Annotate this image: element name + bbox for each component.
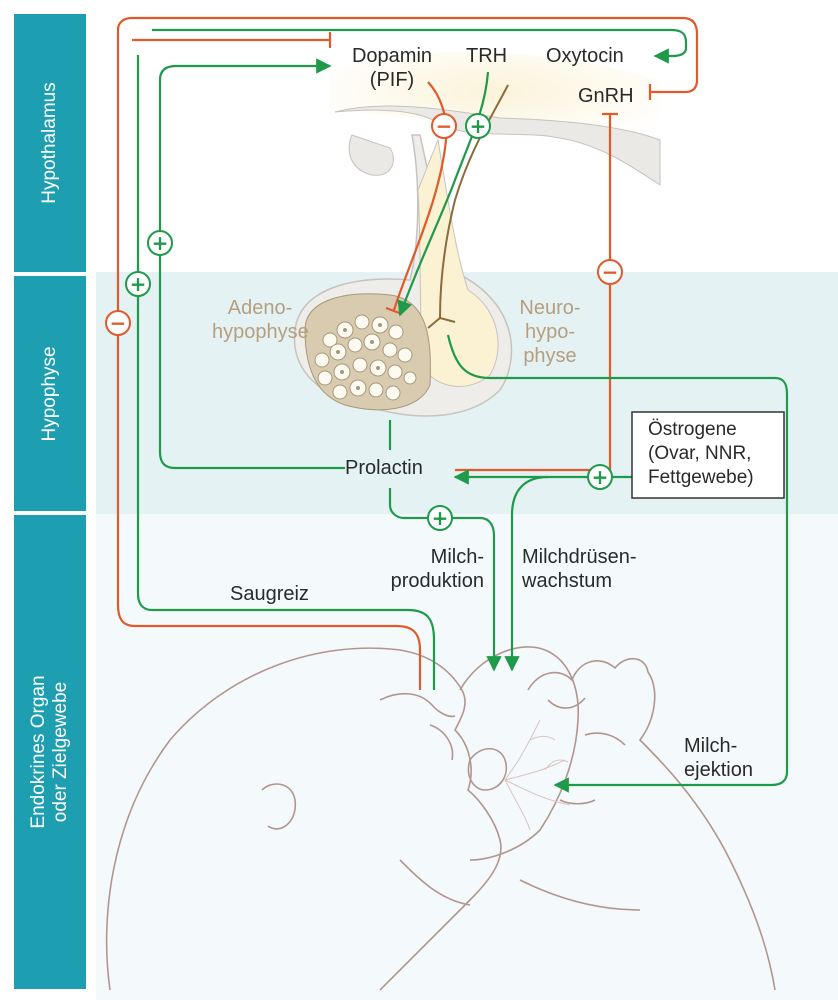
sign-saugreiz-plus: + xyxy=(125,271,151,297)
label-milchejektion: Milch- ejektion xyxy=(684,734,753,782)
label-dopamin: Dopamin (PIF) xyxy=(340,44,444,92)
svg-text:−: − xyxy=(110,311,127,335)
svg-text:+: + xyxy=(470,114,487,138)
label-milchdruesenwachstum: Milchdrüsen- wachstum xyxy=(522,545,636,593)
sign-gnrh-minus: − xyxy=(597,259,623,285)
label-neuro-line2: hypo- xyxy=(524,321,576,343)
saugreiz-stimulation-line xyxy=(136,55,436,690)
svg-text:−: − xyxy=(436,114,453,138)
dopamin-to-adenohypophyse-line xyxy=(392,81,448,311)
oxytocin-stimulation-line xyxy=(152,28,688,64)
label-gnrh: GnRH xyxy=(578,85,634,107)
prolactin-feedback-line xyxy=(158,58,345,470)
label-adenohypophyse: Adeno- hypophyse xyxy=(212,296,309,344)
label-milchproduktion-line1: Milch- xyxy=(430,546,484,568)
label-milchejektion-line2: ejektion xyxy=(684,759,753,781)
label-adeno-line2: hypophyse xyxy=(212,321,309,343)
svg-text:+: + xyxy=(130,272,147,296)
band-hypophyse: Hypophyse xyxy=(14,276,86,511)
label-milchdruesen-line1: Milchdrüsen- xyxy=(522,546,637,568)
label-dopamin-line1: Dopamin xyxy=(351,45,433,67)
baby-breastfeeding-illustration xyxy=(105,646,776,991)
label-milchproduktion: Milch- produktion xyxy=(372,545,484,593)
label-oestrogene-line3: Fettgewebe) xyxy=(648,467,754,488)
sign-saugreiz-minus: − xyxy=(105,310,131,336)
label-saugreiz: Saugreiz xyxy=(230,583,309,605)
svg-text:−: − xyxy=(602,260,619,284)
oestrogene-box xyxy=(631,411,785,499)
milchdruesenwachstum-line xyxy=(504,475,549,672)
label-neurohypophyse: Neuro- hypo- physe xyxy=(508,296,592,368)
svg-text:+: + xyxy=(152,231,169,255)
label-oestrogene-line1: Östrogene xyxy=(648,419,737,440)
label-adeno-line1: Adeno- xyxy=(227,297,293,319)
label-oestrogene: Östrogene (Ovar, NNR, Fettgewebe) xyxy=(648,418,754,490)
label-neuro-line3: physe xyxy=(523,345,577,367)
sign-trh-plus: + xyxy=(465,113,491,139)
label-milchdruesen-line2: wachstum xyxy=(522,570,613,592)
neuron-terminal xyxy=(427,316,456,329)
label-prolactin: Prolactin xyxy=(345,457,423,479)
trh-to-adenohypophyse-line xyxy=(397,71,490,317)
band-endocrine-organ: Endokrines Organ oder Zielgewebe xyxy=(14,515,86,989)
inhibition-pathways xyxy=(116,16,699,690)
label-dopamin-line2: (PIF) xyxy=(369,69,415,91)
svg-text:+: + xyxy=(592,465,609,489)
oxytocin-neuron xyxy=(439,84,509,319)
mammary-ducts xyxy=(504,719,571,831)
sign-milchproduktion-plus: + xyxy=(427,505,453,531)
label-neuro-line1: Neuro- xyxy=(519,297,581,319)
sign-oestrogene-plus: + xyxy=(587,464,613,490)
band-hypothalamus: Hypothalamus xyxy=(14,14,86,272)
pituitary-gland xyxy=(293,134,513,417)
label-oxytocin: Oxytocin xyxy=(546,45,624,67)
target-organ-zone xyxy=(96,514,838,1000)
label-milchproduktion-line2: produktion xyxy=(390,570,484,592)
hypothalamus-tissue xyxy=(330,51,661,186)
label-oestrogene-line2: (Ovar, NNR, xyxy=(648,443,752,464)
saugreiz-inhibition-line xyxy=(116,16,699,690)
sign-feedback-plus: + xyxy=(147,230,173,256)
milchejektion-line xyxy=(446,334,789,793)
sign-dopamin-minus: − xyxy=(431,113,457,139)
label-trh: TRH xyxy=(466,45,508,67)
svg-text:+: + xyxy=(432,506,449,530)
label-milchejektion-line1: Milch- xyxy=(684,735,738,757)
